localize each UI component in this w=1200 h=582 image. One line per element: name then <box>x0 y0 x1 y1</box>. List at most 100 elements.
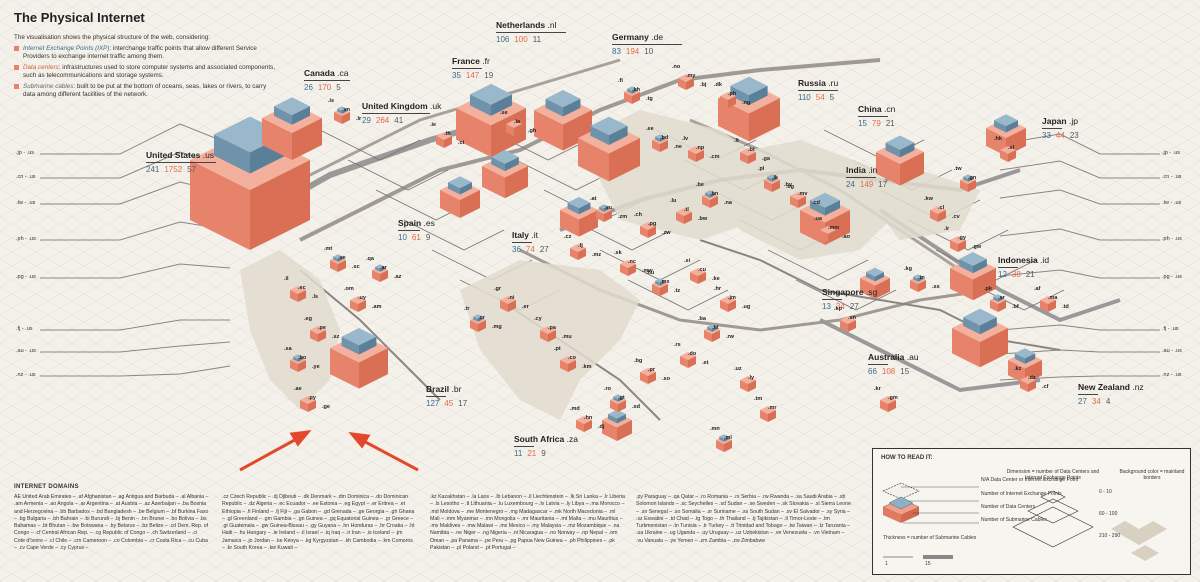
country-underline <box>362 113 430 114</box>
left-cable-endpoint: .pg - .us <box>16 274 36 280</box>
legend-ixp: Number of Internet Exchange Points <box>981 491 1062 497</box>
dc-count: 147 <box>465 71 480 80</box>
country-tld: .za <box>566 434 578 444</box>
land-east-asia <box>860 170 980 240</box>
small-building <box>290 354 306 372</box>
building-sg <box>860 267 890 299</box>
domain-code: .ee <box>646 126 654 132</box>
domain-code: .cu <box>698 267 706 273</box>
domain-code: .ke <box>712 276 720 282</box>
land-south-america <box>240 250 340 410</box>
domain-code: .py <box>308 395 316 401</box>
legend-dimension: Dimension = number of Data Centers and I… <box>1006 469 1100 481</box>
left-cable-endpoint: .tw - .us <box>16 200 36 206</box>
dc-count: 38 <box>1011 270 1021 279</box>
left-cable-endpoint: .cn - .us <box>16 174 36 180</box>
sc-count: 5 <box>336 83 341 92</box>
domain-code: .tl <box>684 207 689 213</box>
arrow-right-head <box>348 432 371 449</box>
domain-code: .bt <box>748 147 755 153</box>
intro-sc: Submarine cables: built to be put at the… <box>14 83 276 99</box>
sc-count: 17 <box>878 180 888 189</box>
small-building <box>960 174 976 192</box>
building-es <box>440 176 480 218</box>
country-label-de: Germany .de <box>612 32 663 42</box>
submarine-cable <box>999 269 1160 279</box>
domain-code: .mv <box>798 191 808 197</box>
dc-desc: : infrastructures used to store computer… <box>23 64 275 79</box>
domain-code: .ci <box>458 140 465 146</box>
country-tld: .uk <box>430 101 442 111</box>
domain-code: .cr <box>478 315 485 321</box>
domain-code: .ga <box>762 156 770 162</box>
country-name: Italy <box>512 230 530 240</box>
legend-box: HOW TO READ IT: N/A Data Center or Inter <box>872 448 1191 575</box>
domain-code: .sn <box>848 315 856 321</box>
country-underline <box>868 364 888 365</box>
domain-code: .cy <box>534 316 542 322</box>
dc-count: 45 <box>444 399 454 408</box>
country-underline <box>512 242 532 243</box>
dc-count: 74 <box>525 245 535 254</box>
country-underline <box>398 230 420 231</box>
legend-background: Background color = mainland borders <box>1119 469 1185 481</box>
domain-code: .uy <box>358 295 366 301</box>
building-ca <box>262 97 322 160</box>
country-name: Japan <box>1042 116 1067 126</box>
ixp-count: 241 <box>146 165 160 174</box>
small-building <box>570 244 586 260</box>
small-building <box>620 260 636 276</box>
legend-size-mid: 60 - 100 <box>1099 511 1118 517</box>
country-tld: .cn <box>884 104 896 114</box>
country-name: Netherlands <box>496 20 546 30</box>
domain-code: .am <box>372 304 382 310</box>
domain-code: .kw <box>924 196 933 202</box>
intro-lead: The visualisation shows the physical str… <box>14 34 211 41</box>
domain-code: .kp <box>834 306 842 312</box>
domain-code: .bg <box>634 358 643 364</box>
small-building <box>1040 296 1056 312</box>
domain-code: .bn <box>710 191 719 197</box>
domain-code: .ch <box>634 212 642 218</box>
ixp-count: 10 <box>398 233 407 242</box>
intro-dc: Data centers: infrastructures used to st… <box>14 64 276 80</box>
domain-code: .fi <box>618 78 623 84</box>
sc-count: 9 <box>541 449 546 458</box>
domain-code: .by <box>784 182 792 188</box>
submarine-cable <box>40 123 231 155</box>
domain-code: .mw <box>642 268 653 274</box>
country-underline <box>858 116 888 117</box>
country-underline <box>426 396 446 397</box>
sc-count: 21 <box>885 119 895 128</box>
domain-code: .mt <box>324 246 333 252</box>
country-label-nl: Netherlands .nl <box>496 20 556 30</box>
small-building <box>678 74 694 90</box>
country-name: Canada <box>304 68 335 78</box>
submarine-cable <box>999 324 1160 331</box>
domain-code: .pa <box>548 325 556 331</box>
small-building <box>624 86 640 104</box>
ixp-count: 24 <box>846 180 855 189</box>
dc-count: 1752 <box>164 165 183 174</box>
country-underline <box>1042 128 1062 129</box>
country-name: United Kingdom <box>362 101 428 111</box>
right-cable-endpoint: .ph - .us <box>1162 236 1182 242</box>
domain-column-1: AE United Arab Emirates – .af Afghanista… <box>14 494 209 552</box>
domain-code: .my <box>686 73 696 79</box>
dc-count: 61 <box>411 233 421 242</box>
dc-count: 34 <box>1091 397 1101 406</box>
dc-count: 170 <box>317 83 332 92</box>
right-cable-endpoint: .au - .us <box>1162 348 1182 354</box>
small-building <box>688 146 704 162</box>
domain-code: .om <box>344 286 354 292</box>
country-name: New Zealand <box>1078 382 1130 392</box>
domain-code: .af <box>1034 286 1041 292</box>
country-label-jp: Japan .jp <box>1042 116 1078 126</box>
sc-count: 27 <box>539 245 549 254</box>
country-tld: .nz <box>1132 382 1144 392</box>
submarine-cable <box>319 129 421 161</box>
submarine-cable <box>40 263 231 279</box>
